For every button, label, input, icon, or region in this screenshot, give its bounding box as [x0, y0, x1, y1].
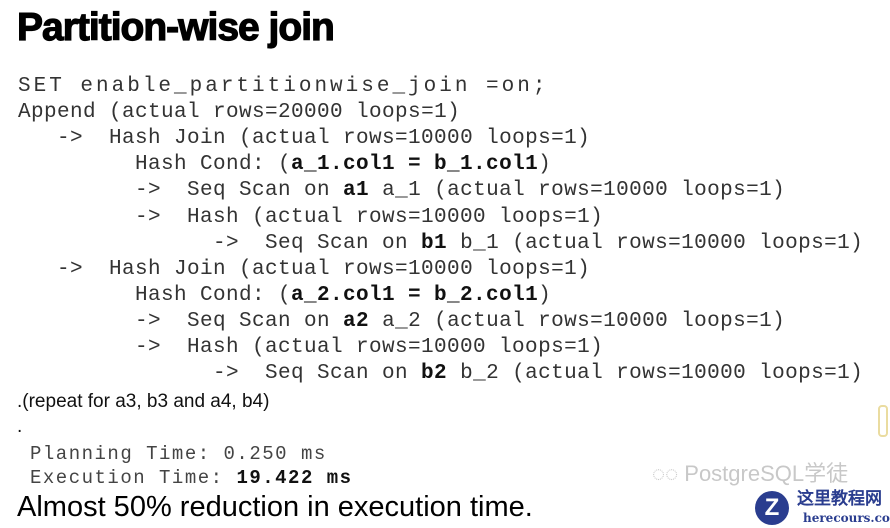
logo-url: herecours.com: [803, 511, 890, 525]
code-line: -> Hash Join (actual rows=10000 loops=1): [57, 126, 590, 152]
code-segment: -> Seq Scan on: [213, 362, 422, 386]
execution-value: 19.422 ms: [236, 467, 353, 489]
conclusion-text: Almost 50% reduction in execution time.: [17, 491, 533, 523]
code-line: -> Seq Scan on a2 a_2 (actual rows=10000…: [135, 309, 785, 335]
code-segment: -> Hash (actual rows=10000 loops=1): [135, 336, 604, 359]
code-line: Hash Cond: (a_2.col1 = b_2.col1): [135, 283, 551, 309]
execution-time: Execution Time: 19.422 ms: [30, 467, 353, 489]
logo-icon: Z: [755, 491, 789, 525]
code-segment: -> Hash Join (actual rows=10000 loops=1): [57, 127, 591, 151]
code-bold-segment: a1: [343, 179, 370, 203]
code-bold-segment: a_2.col1 = b_2.col1: [291, 283, 539, 307]
slide-title: Partition-wise join: [16, 5, 335, 49]
code-segment: a_1 (actual rows=10000 loops=1): [369, 179, 786, 203]
code-segment: Hash Cond: (: [135, 153, 292, 177]
execution-label: Execution Time:: [30, 467, 237, 489]
code-bold-segment: a2: [343, 309, 370, 333]
code-line: -> Seq Scan on b2 b_2 (actual rows=10000…: [213, 361, 863, 387]
code-line: -> Hash (actual rows=10000 loops=1): [135, 335, 603, 361]
code-segment: b_2 (actual rows=10000 loops=1): [447, 362, 864, 386]
code-line: -> Hash Join (actual rows=10000 loops=1): [57, 257, 590, 283]
code-segment: ): [538, 283, 552, 307]
code-segment: -> Seq Scan on: [135, 309, 344, 333]
edge-decoration: [878, 405, 888, 437]
code-segment: -> Hash Join (actual rows=10000 loops=1): [57, 257, 591, 281]
code-line: -> Hash (actual rows=10000 loops=1): [135, 205, 603, 231]
code-segment: Append (actual rows=20000 loops=1): [18, 101, 461, 125]
code-segment: -> Hash (actual rows=10000 loops=1): [135, 205, 604, 229]
code-line: Hash Cond: (a_1.col1 = b_1.col1): [135, 152, 551, 178]
code-bold-segment: b1: [421, 231, 448, 255]
planning-time: Planning Time: 0.250 ms: [30, 443, 327, 465]
code-segment: -> Seq Scan on: [135, 179, 344, 203]
code-line: Append (actual rows=20000 loops=1): [18, 100, 460, 126]
logo-cn-text: 这里教程网: [797, 489, 882, 509]
watermark: ◌◌ PostgreSQL学徒: [652, 461, 849, 486]
planning-value: 0.250 ms: [223, 443, 327, 465]
code-segment: a_2 (actual rows=10000 loops=1): [369, 309, 786, 333]
wechat-icon: ◌◌: [652, 461, 685, 486]
code-bold-segment: b2: [421, 362, 448, 386]
code-line: -> Seq Scan on b1 b_1 (actual rows=10000…: [213, 231, 863, 257]
site-logo: Z 这里教程网 herecours.com: [745, 489, 890, 528]
code-segment: -> Seq Scan on: [213, 231, 422, 255]
code-segment: Hash Cond: (: [135, 283, 292, 307]
planning-label: Planning Time:: [30, 443, 224, 465]
code-segment: SET enable_partitionwise_join =on;: [18, 75, 549, 98]
code-bold-segment: a_1.col1 = b_1.col1: [291, 153, 539, 177]
code-line: SET enable_partitionwise_join =on;: [18, 74, 548, 100]
ellipsis-dot: .: [17, 416, 23, 437]
code-segment: b_1 (actual rows=10000 loops=1): [447, 231, 864, 255]
code-line: -> Seq Scan on a1 a_1 (actual rows=10000…: [135, 178, 785, 204]
repeat-note: .(repeat for a3, b3 and a4, b4): [17, 391, 270, 412]
code-segment: ): [538, 153, 552, 177]
